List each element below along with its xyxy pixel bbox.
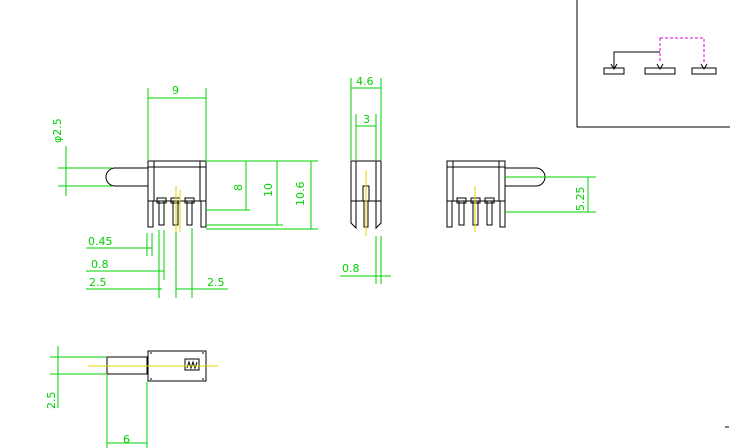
schematic-terminal-2 — [644, 67, 676, 75]
schematic-symbol — [576, 0, 730, 128]
schematic-arrow-3 — [700, 63, 708, 70]
side-leg-left — [350, 201, 357, 230]
dim-106-label: 10.6 — [294, 182, 307, 207]
schematic-arrow-1 — [610, 63, 618, 70]
front-dimensions: 9 φ2.5 8 10 10.6 0.45 0.8 2.5 2.5 — [51, 84, 318, 298]
bottom-marking-box — [184, 358, 200, 371]
back-dimensions: 5.25 — [505, 176, 596, 213]
back-leg-right — [499, 200, 506, 228]
bottom-view — [88, 350, 218, 382]
dim-525-label: 5.25 — [574, 187, 587, 212]
back-pin-3 — [486, 200, 493, 226]
dim-bottom25-label: 2.5 — [45, 392, 58, 410]
side-view — [350, 160, 382, 236]
side-dimensions: 4.6 3 0.8 — [340, 75, 391, 284]
bottom-marking-zigzag — [186, 360, 198, 370]
dim-3-label: 3 — [363, 113, 370, 126]
back-view — [446, 160, 546, 232]
side-leg-right — [375, 201, 382, 230]
schematic-common-line — [613, 51, 660, 68]
dim-knob-label: φ2.5 — [51, 118, 64, 143]
front-view — [105, 160, 207, 232]
front-pin-head-3 — [184, 197, 195, 204]
dim-8-label: 8 — [232, 184, 245, 191]
dim-08-label: 0.8 — [91, 258, 109, 271]
schematic-terminal-1 — [603, 67, 625, 75]
dim-6-label: 6 — [123, 433, 130, 446]
schematic-link-b — [660, 37, 705, 62]
front-leg-right — [200, 200, 207, 228]
front-pin-head-1 — [156, 197, 167, 204]
back-pin-1 — [458, 200, 465, 226]
schematic-arrow-2 — [656, 63, 664, 70]
dim-side08-label: 0.8 — [342, 262, 360, 275]
back-leg-left — [446, 200, 453, 228]
dim-width-label: 9 — [172, 84, 179, 97]
front-knob — [105, 167, 148, 187]
schematic-terminal-3 — [691, 67, 717, 75]
dim-045-label: 0.45 — [88, 235, 113, 248]
dim-25b-label: 2.5 — [207, 276, 225, 289]
bottom-dimensions: 2.5 6 — [45, 346, 148, 448]
back-pin-head-3 — [484, 197, 495, 204]
front-pin-3 — [186, 200, 193, 226]
schematic-frame — [576, 0, 730, 128]
front-pin-1 — [158, 200, 165, 226]
dim-10-label: 10 — [262, 183, 275, 197]
dim-25a-label: 2.5 — [89, 276, 107, 289]
dim-46-label: 4.6 — [356, 75, 374, 88]
front-leg-left — [147, 200, 154, 228]
back-pin-head-1 — [456, 197, 467, 204]
